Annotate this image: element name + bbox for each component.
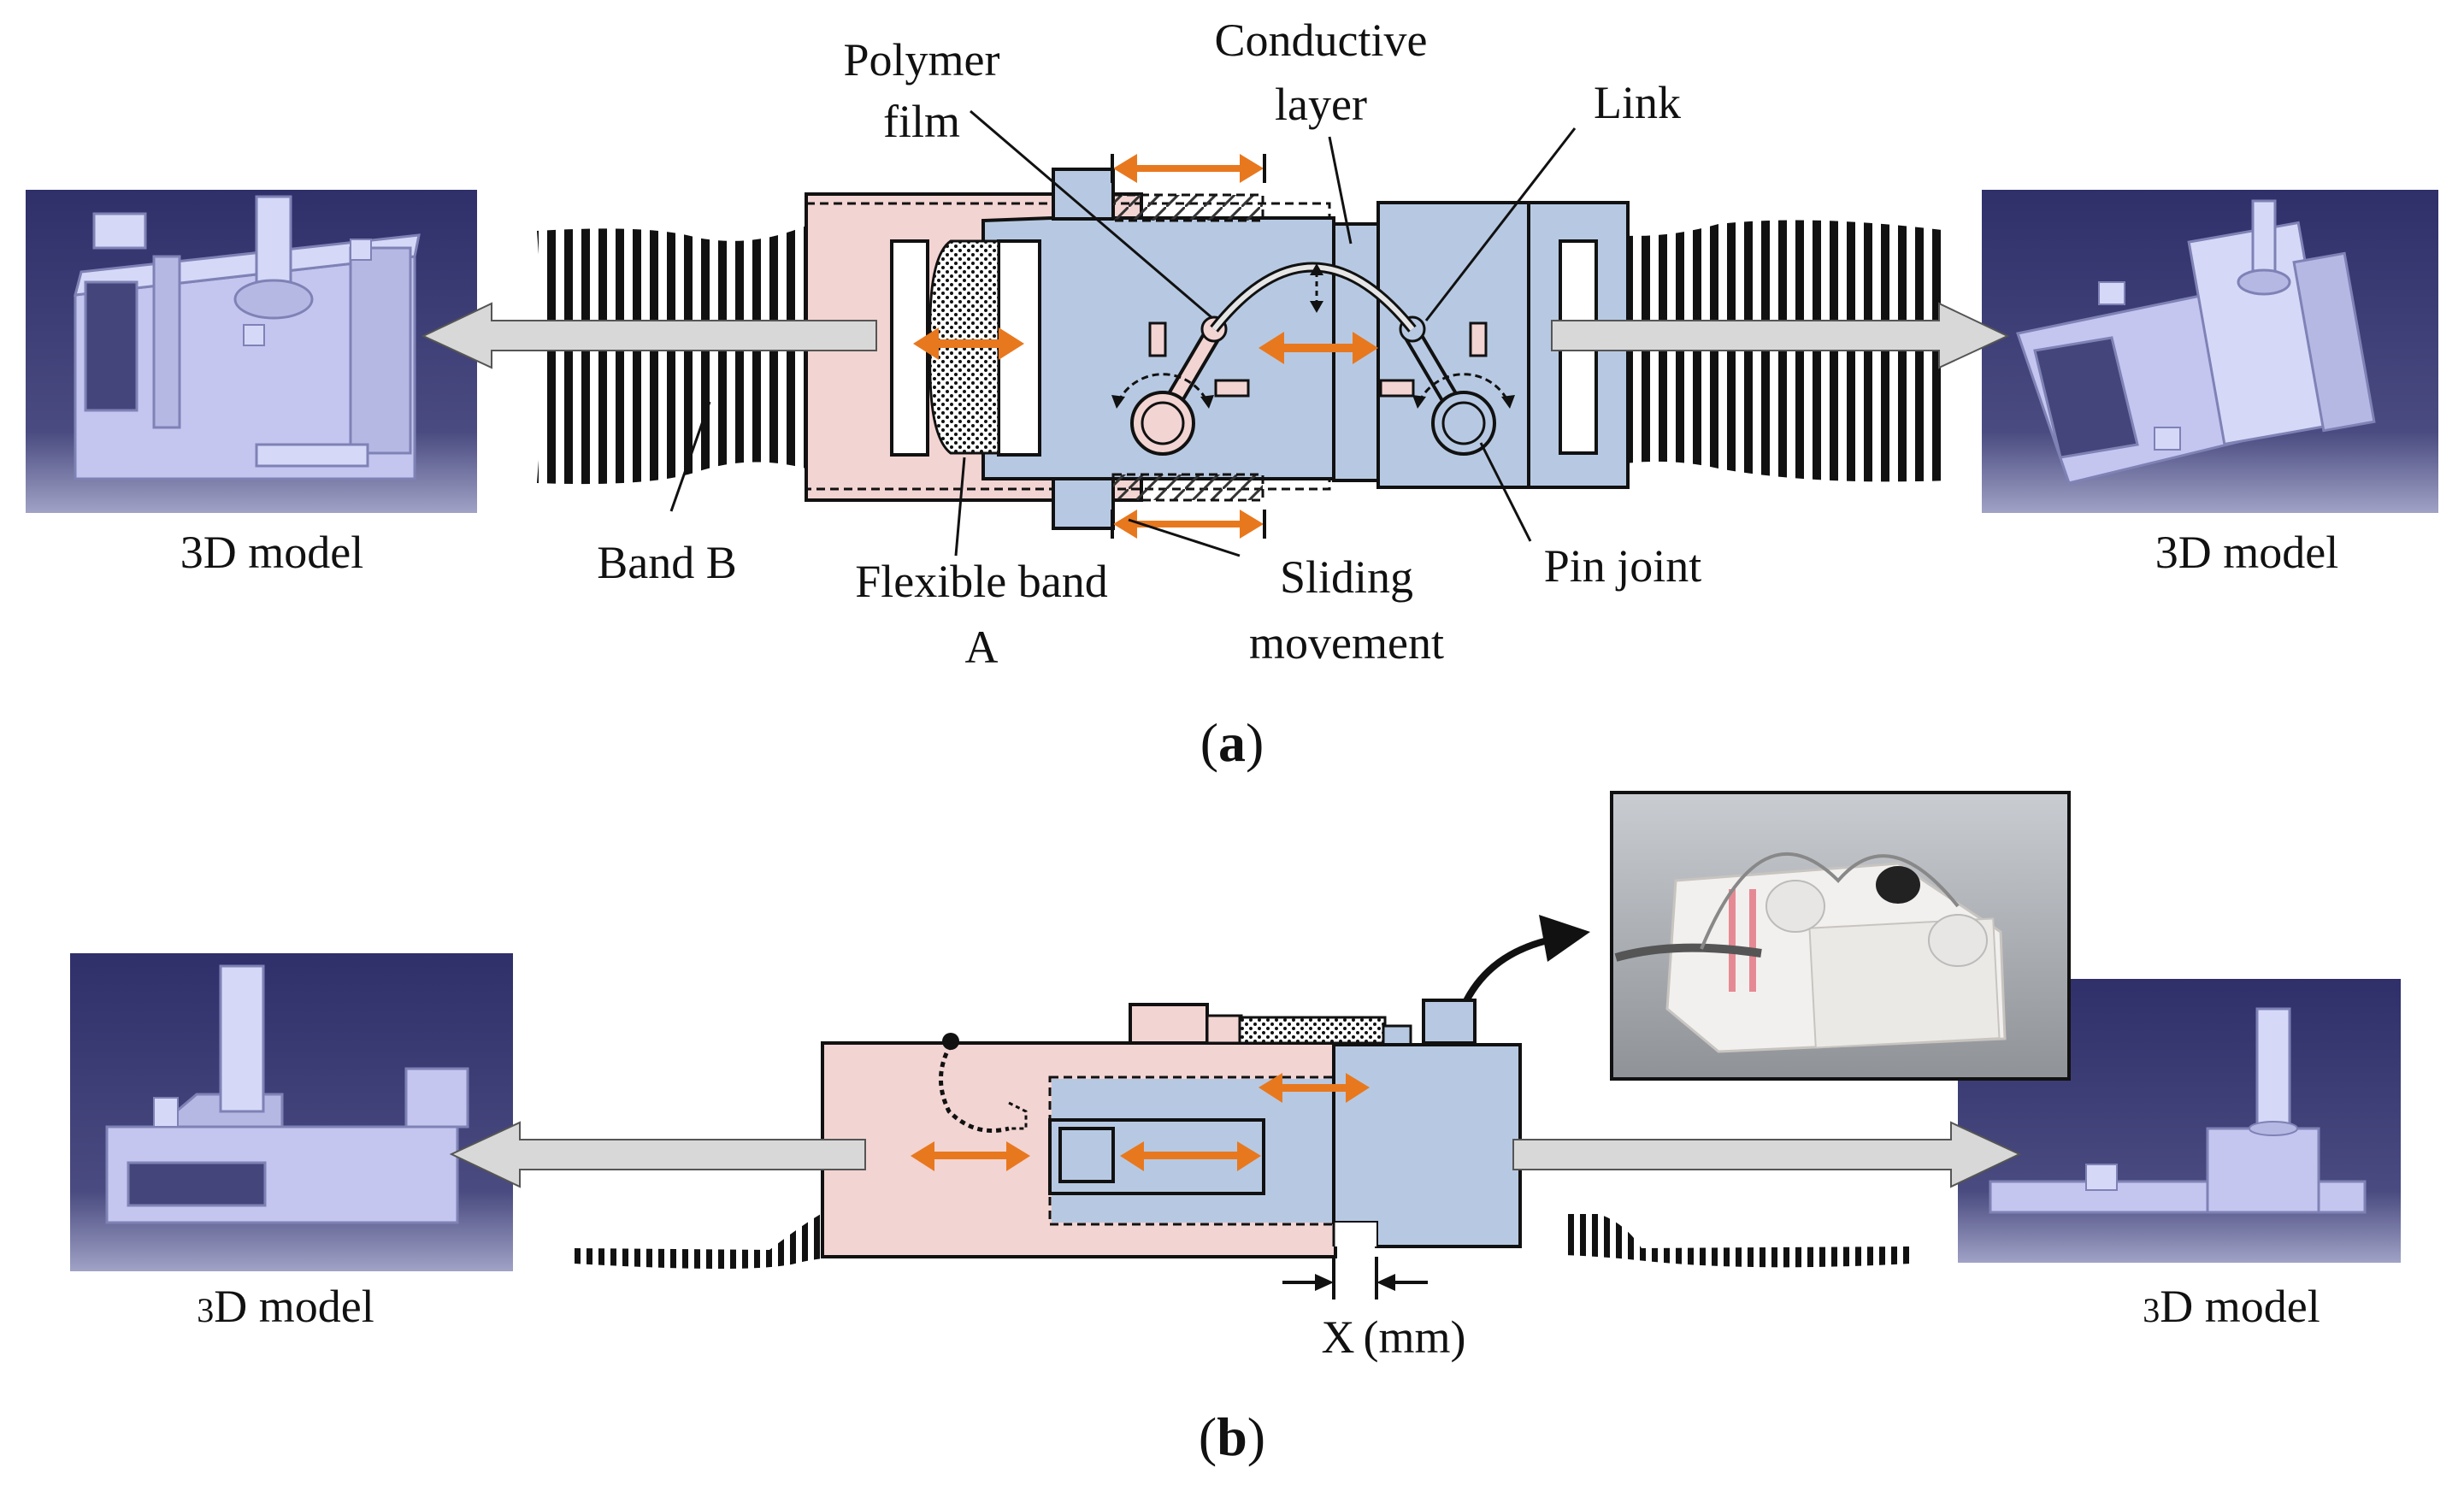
rotation-arc-right: [1418, 373, 1510, 403]
small-slot-4: [1379, 379, 1415, 398]
label-pin-joint: Pin joint: [1544, 540, 1702, 592]
chain-pin-b: [942, 1033, 959, 1050]
label-flexible-band-2: A: [965, 622, 999, 673]
label-conductive-layer-2: layer: [1275, 79, 1367, 130]
pin-joint-left-inner: [1141, 401, 1185, 445]
blue-slider-tab-top: [1052, 168, 1115, 221]
label-3d-model-right-b: 3D model: [2143, 1281, 2320, 1332]
gray-pull-arrow-left: [421, 302, 877, 369]
caption-a: (a): [1200, 712, 1264, 773]
pin-square-b: [1058, 1127, 1115, 1183]
band-bottom-left: [575, 1214, 855, 1269]
blue-right-lower-b: [1334, 1223, 1376, 1246]
rotation-arrowhead-right-2: [1501, 395, 1515, 409]
gap-arrowhead-right: [1376, 1274, 1395, 1291]
small-slot-3: [1469, 321, 1488, 357]
label-sliding-1: Sliding: [1280, 551, 1413, 603]
label-polymer-film-2: film: [883, 96, 960, 147]
rotation-arrowhead-left-2: [1200, 395, 1214, 409]
orange-arrow-top: [1111, 154, 1266, 183]
panel-a: Polymer film Conductive layer Link 3D mo…: [26, 15, 2438, 773]
orange-arrow-band-a: [913, 327, 1024, 360]
caption-b-letter: b: [1217, 1406, 1247, 1467]
sliding-rail-top: [1111, 193, 1264, 222]
label-sliding-2: movement: [1249, 617, 1444, 669]
label-3d-model-left-b: 3D model: [197, 1281, 374, 1332]
label-conductive-layer-1: Conductive: [1215, 15, 1428, 66]
cad-thumbnail-right-b: [1958, 979, 2401, 1263]
photo-inset: [1610, 791, 2071, 1081]
blue-top-block-b: [1422, 999, 1477, 1045]
label-x-mm: X(mm): [1322, 1311, 1466, 1363]
caption-a-letter: a: [1218, 712, 1246, 773]
leader-band-b: [669, 401, 711, 512]
cad-thumbnail-right-a: [1982, 190, 2438, 513]
label-link: Link: [1594, 77, 1681, 128]
small-slot-2: [1214, 379, 1250, 398]
pin-joint-right-inner: [1441, 401, 1486, 445]
leader-link: [1424, 127, 1577, 321]
deflection-arrowhead-up: [1310, 263, 1323, 275]
rotation-arc-left: [1117, 373, 1209, 403]
blue-slider-tab-bottom: [1052, 477, 1115, 530]
sliding-rail-bottom: [1111, 473, 1264, 502]
label-3d-model-left-b-prefix: 3: [197, 1291, 214, 1329]
orange-arrow-b-middle: [1120, 1141, 1261, 1171]
pink-top-block-b: [1129, 1003, 1209, 1045]
orange-arrow-b-left: [911, 1141, 1030, 1171]
leader-flexible-band-a: [954, 457, 966, 557]
gap-arrowhead-left: [1315, 1274, 1334, 1291]
orange-arrow-bottom: [1111, 510, 1266, 539]
panel-b: 3D model 3D model X(mm) (b): [70, 791, 2401, 1467]
label-3d-model-left-a: 3D model: [180, 527, 363, 578]
deflection-arrowhead-down: [1310, 301, 1323, 313]
caption-b: (b): [1199, 1406, 1265, 1467]
rotation-arrowhead-left-1: [1111, 395, 1125, 409]
leader-polymer-film: [970, 109, 1213, 320]
label-flexible-band-1: Flexible band: [855, 556, 1107, 607]
cad-thumbnail-left-a: [26, 190, 477, 513]
label-polymer-film-1: Polymer: [844, 34, 1000, 85]
blue-right-body-b: [1332, 1043, 1522, 1248]
label-x-symbol: X: [1322, 1311, 1355, 1363]
pointer-arrowhead: [1539, 915, 1590, 962]
label-3d-model-right-b-rest: D model: [2160, 1281, 2320, 1332]
label-3d-model-right-a: 3D model: [2155, 527, 2338, 578]
label-3d-model-right-b-prefix: 3: [2143, 1291, 2160, 1329]
chain-link-b: [939, 1043, 1010, 1133]
conductive-arc-fill: [1211, 264, 1415, 331]
pink-connector-b: [1205, 1014, 1243, 1045]
gap-dimension: [1282, 1257, 1428, 1299]
dotted-strip-b: [1238, 1016, 1387, 1045]
label-3d-model-left-b-rest: D model: [214, 1281, 374, 1332]
chain-small-loop-b: [1008, 1101, 1028, 1130]
cad-thumbnail-left-b: [70, 953, 513, 1271]
orange-arrow-middle: [1259, 332, 1378, 364]
gray-pull-arrow-right: [1551, 302, 2010, 369]
leader-pin-joint: [1479, 442, 1532, 542]
small-slot-1: [1148, 321, 1167, 357]
band-b-left: [537, 227, 812, 485]
label-x-unit: (mm): [1364, 1311, 1466, 1363]
leader-sliding-movement: [1128, 518, 1241, 557]
leader-conductive-layer: [1328, 136, 1353, 245]
label-band-b: Band B: [597, 537, 737, 588]
gray-pull-arrow-right-b: [1512, 1121, 2022, 1188]
orange-arrow-b-top: [1259, 1073, 1370, 1103]
gray-pull-arrow-left-b: [449, 1121, 866, 1188]
rotation-arrowhead-right-1: [1412, 395, 1426, 409]
band-bottom-right: [1565, 1214, 1911, 1268]
